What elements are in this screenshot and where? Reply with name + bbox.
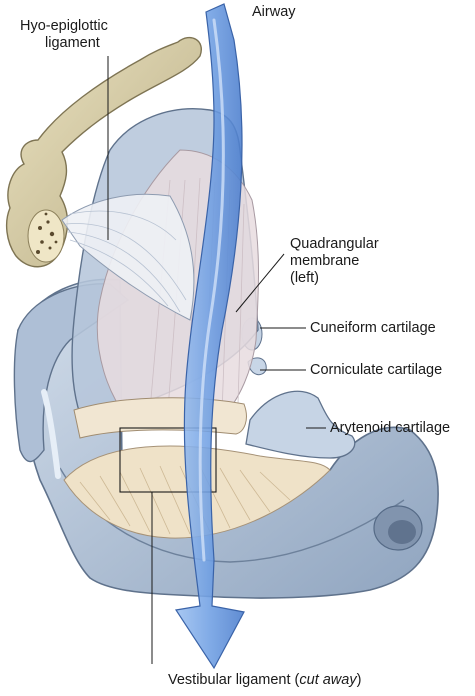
- vestibular-ligament-cut: [73, 397, 247, 439]
- label-vestibular-close: ): [356, 672, 362, 688]
- hyoid-cut-surface: [27, 209, 65, 263]
- hyo-epiglottic-ligament-shape: [61, 193, 195, 321]
- thyroid-lamina-edge: [41, 389, 61, 479]
- label-airway: Airway: [252, 4, 296, 20]
- arytenoid-cartilage: [245, 390, 356, 459]
- label-arytenoid-cartilage: Arytenoid cartilage: [330, 420, 451, 436]
- label-quadrangular-line-1: Quadrangular: [290, 236, 379, 252]
- label-quadrangular-membrane: Quadrangular membrane (left): [290, 236, 379, 287]
- vestibular-cut-outline: [119, 427, 217, 493]
- airway-arrow-highlight: [198, 18, 225, 562]
- label-hyo-epiglottic-ligament: Hyo-epiglottic ligament: [20, 18, 108, 52]
- label-corniculate-cartilage: Corniculate cartilage: [310, 362, 443, 378]
- airway-arrow: [174, 3, 245, 670]
- label-quadrangular-line-3: (left): [290, 270, 319, 286]
- leader-quadrangular: [235, 253, 285, 313]
- cricoid-facet-shadow: [388, 520, 416, 544]
- hyoid-bone: [5, 37, 202, 268]
- label-quadrangular-line-2: membrane: [290, 253, 360, 269]
- thyroid-lamina: [13, 283, 130, 463]
- leader-lines: [107, 56, 326, 664]
- label-hyo-epiglottic-line-2: ligament: [45, 35, 100, 51]
- label-vestibular-main: Vestibular ligament (: [168, 672, 300, 688]
- label-vestibular-ligament: Vestibular ligament (cut away): [168, 672, 361, 689]
- bone-marrow-dots: [36, 212, 58, 254]
- label-hyo-epiglottic-line-1: Hyo-epiglottic: [20, 18, 108, 34]
- hyo-epiglottic-fibers: [65, 210, 187, 313]
- label-vestibular-italic: cut away: [299, 672, 357, 688]
- label-cuneiform-cartilage: Cuneiform cartilage: [310, 320, 436, 336]
